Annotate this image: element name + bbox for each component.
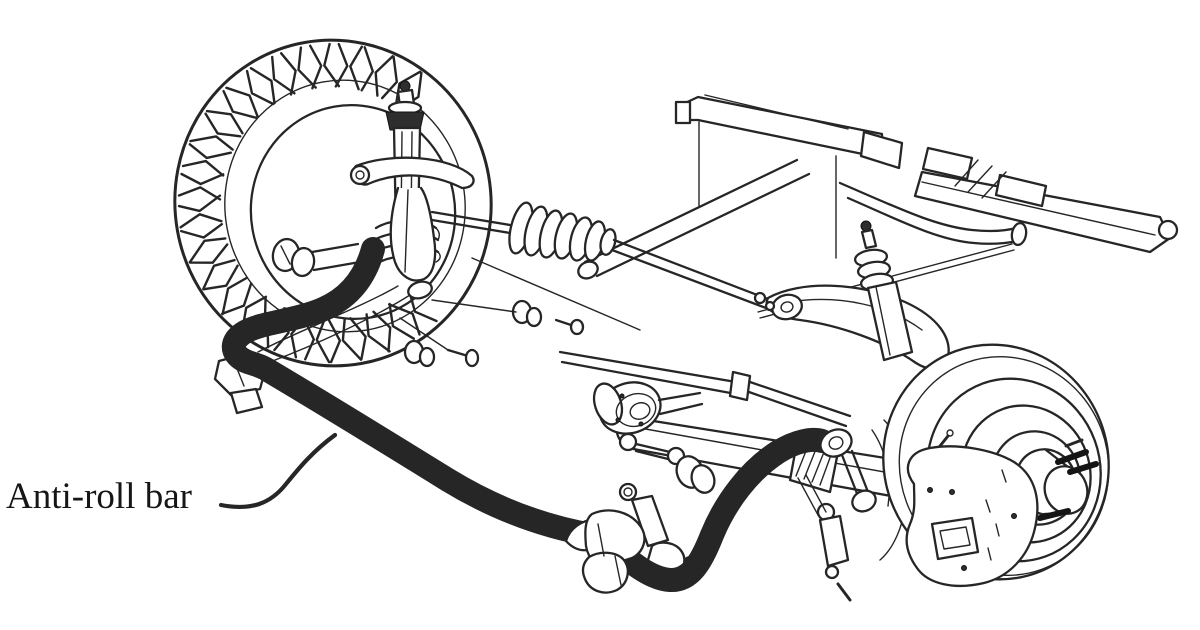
tire-tread bbox=[177, 42, 438, 364]
front-strut bbox=[257, 80, 585, 368]
cv-flange bbox=[592, 381, 704, 435]
axle-rod bbox=[558, 350, 852, 428]
stabilizer-link bbox=[618, 432, 716, 494]
anti-roll-bar-clamp bbox=[564, 509, 646, 594]
tire bbox=[173, 38, 493, 368]
frame-rail-end-cap bbox=[674, 100, 692, 125]
lower-control-arm bbox=[269, 294, 411, 363]
arm-bolt bbox=[753, 291, 767, 305]
frame-rail-upper-edge bbox=[704, 94, 849, 130]
tie-rod-inner bbox=[430, 210, 518, 228]
knuckle-line bbox=[404, 189, 409, 273]
steering-knuckle bbox=[389, 186, 437, 282]
link-lower-eye bbox=[851, 489, 877, 513]
stud-pin bbox=[1064, 438, 1084, 448]
caliper-window bbox=[930, 516, 980, 561]
frame-rail-upper bbox=[681, 95, 884, 160]
anti-roll-bar-rear-section bbox=[605, 431, 831, 589]
frame-rails bbox=[577, 94, 1179, 280]
upper-balljoint bbox=[349, 164, 371, 186]
lower-balljoint bbox=[407, 280, 433, 300]
wheel-stud bbox=[1037, 508, 1071, 521]
rear-shock-body bbox=[866, 280, 914, 362]
rail-end-eye bbox=[1157, 219, 1179, 241]
upper-control-arm bbox=[352, 156, 475, 190]
tire-outer-edge bbox=[173, 38, 493, 368]
tie-rod-inner bbox=[430, 218, 518, 236]
hatch-line bbox=[954, 159, 979, 187]
rod-clamp bbox=[728, 370, 752, 402]
wheel-stud bbox=[1067, 461, 1099, 475]
arm-bolt bbox=[764, 300, 776, 312]
annotation: Anti-roll bar bbox=[6, 432, 338, 517]
anti-roll-bar-label: Anti-roll bar bbox=[6, 476, 192, 517]
tie-rod-outer bbox=[610, 248, 784, 316]
boot-collar bbox=[599, 228, 617, 256]
frame-rail-diagonal bbox=[595, 172, 811, 278]
anti-roll-bar-highlight bbox=[221, 237, 834, 592]
rear-control-arm-line bbox=[789, 298, 923, 331]
frame-rail-diagonal bbox=[583, 158, 799, 264]
arm-bushing-eye bbox=[771, 293, 803, 321]
upper-balljoint-center bbox=[355, 170, 365, 180]
frame-rail-open-end bbox=[859, 130, 904, 170]
hatch-line bbox=[981, 171, 1007, 199]
frame-rail-right-edge bbox=[921, 181, 1156, 236]
leader-arrow-line bbox=[218, 432, 338, 510]
tie-rod-boot bbox=[508, 201, 617, 262]
anti-roll-bar-front-section bbox=[225, 240, 601, 544]
rack-housing-line bbox=[471, 257, 641, 331]
wheel-stud bbox=[1055, 449, 1089, 465]
arm-bushing-center bbox=[780, 301, 794, 313]
brake-caliper bbox=[905, 429, 1039, 587]
rear-shock-absorber bbox=[853, 220, 914, 362]
kick-member bbox=[846, 196, 1020, 245]
chassis-bracket bbox=[921, 146, 974, 181]
bleed-nipple bbox=[938, 434, 950, 448]
link-bolts bbox=[399, 299, 585, 368]
kick-member-cap bbox=[1010, 221, 1028, 247]
kick-member bbox=[838, 181, 1018, 233]
rail-end-bushing bbox=[577, 260, 599, 280]
chassis-bracket bbox=[994, 173, 1048, 208]
caliper-window-inner bbox=[939, 526, 971, 550]
hatch-line bbox=[967, 165, 993, 193]
pivot-bolt bbox=[271, 237, 362, 278]
anti-roll-bar-bushing bbox=[819, 428, 877, 513]
brake-assembly bbox=[871, 343, 1110, 587]
frame-rail-right bbox=[913, 170, 1172, 254]
